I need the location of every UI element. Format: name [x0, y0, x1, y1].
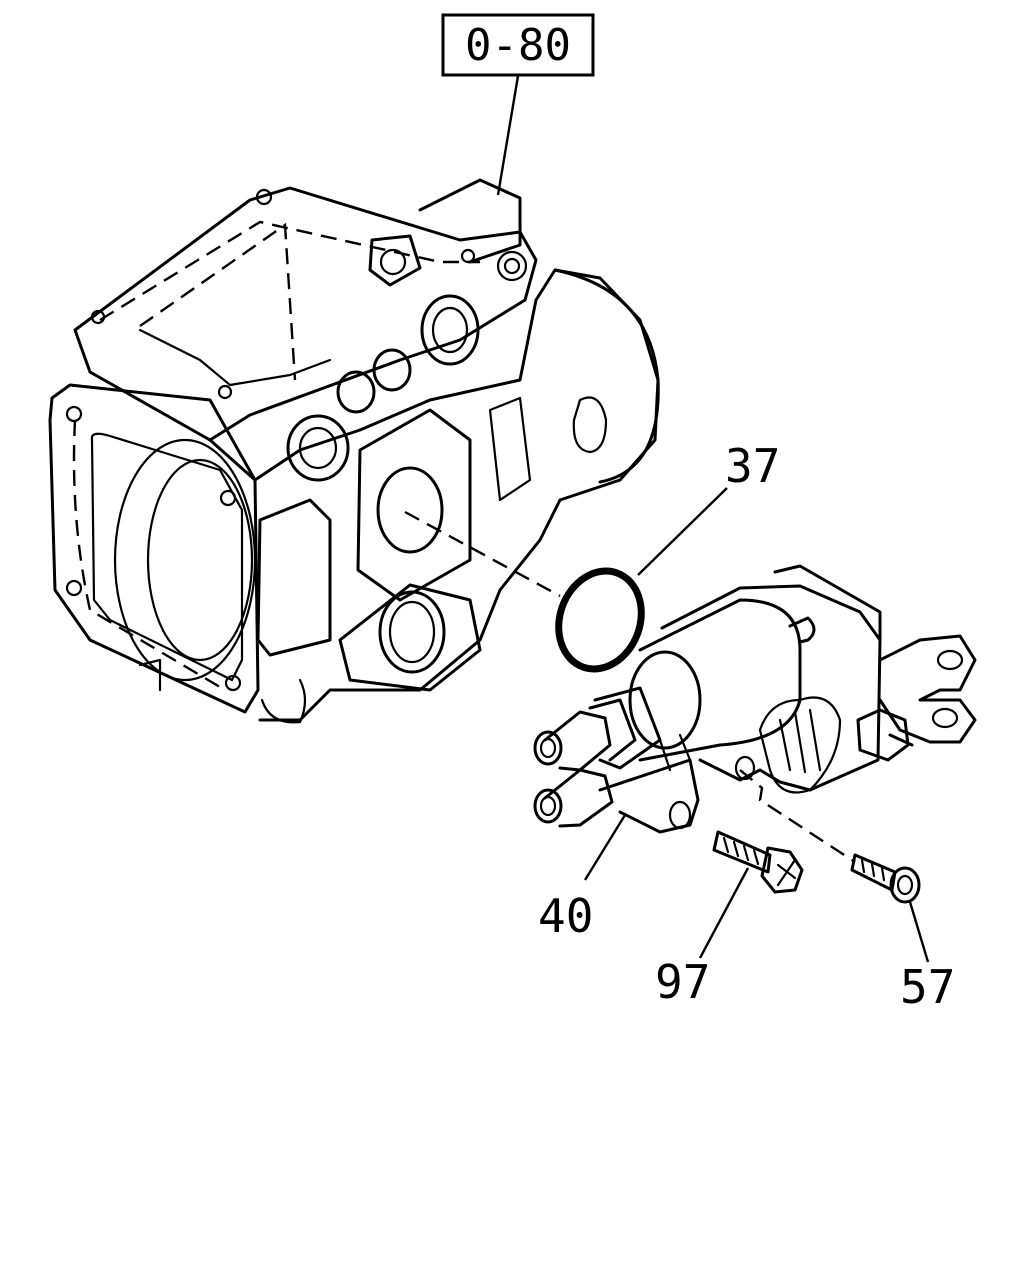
- reference-box-label: 0-80: [465, 20, 571, 71]
- idle-air-control-valve[interactable]: [533, 564, 977, 834]
- reference-leader-line: [496, 75, 520, 196]
- socket-head-bolt[interactable]: [850, 853, 921, 904]
- throttle-body[interactable]: [48, 178, 660, 724]
- o-ring-gasket[interactable]: [545, 559, 654, 680]
- callout-37[interactable]: 37: [725, 439, 780, 493]
- hex-flange-bolt[interactable]: [712, 830, 804, 894]
- assembly-axis-line: [404, 510, 561, 598]
- callout-40-leader: [583, 814, 627, 881]
- callout-97[interactable]: 97: [655, 955, 710, 1009]
- callout-57[interactable]: 57: [900, 960, 955, 1014]
- callout-57-leader: [908, 901, 930, 963]
- callout-97-leader: [698, 867, 750, 959]
- bolt-assembly-line: [739, 769, 856, 864]
- reference-box[interactable]: 0-80: [441, 13, 595, 77]
- callout-40[interactable]: 40: [538, 889, 593, 943]
- callout-37-leader: [637, 487, 728, 576]
